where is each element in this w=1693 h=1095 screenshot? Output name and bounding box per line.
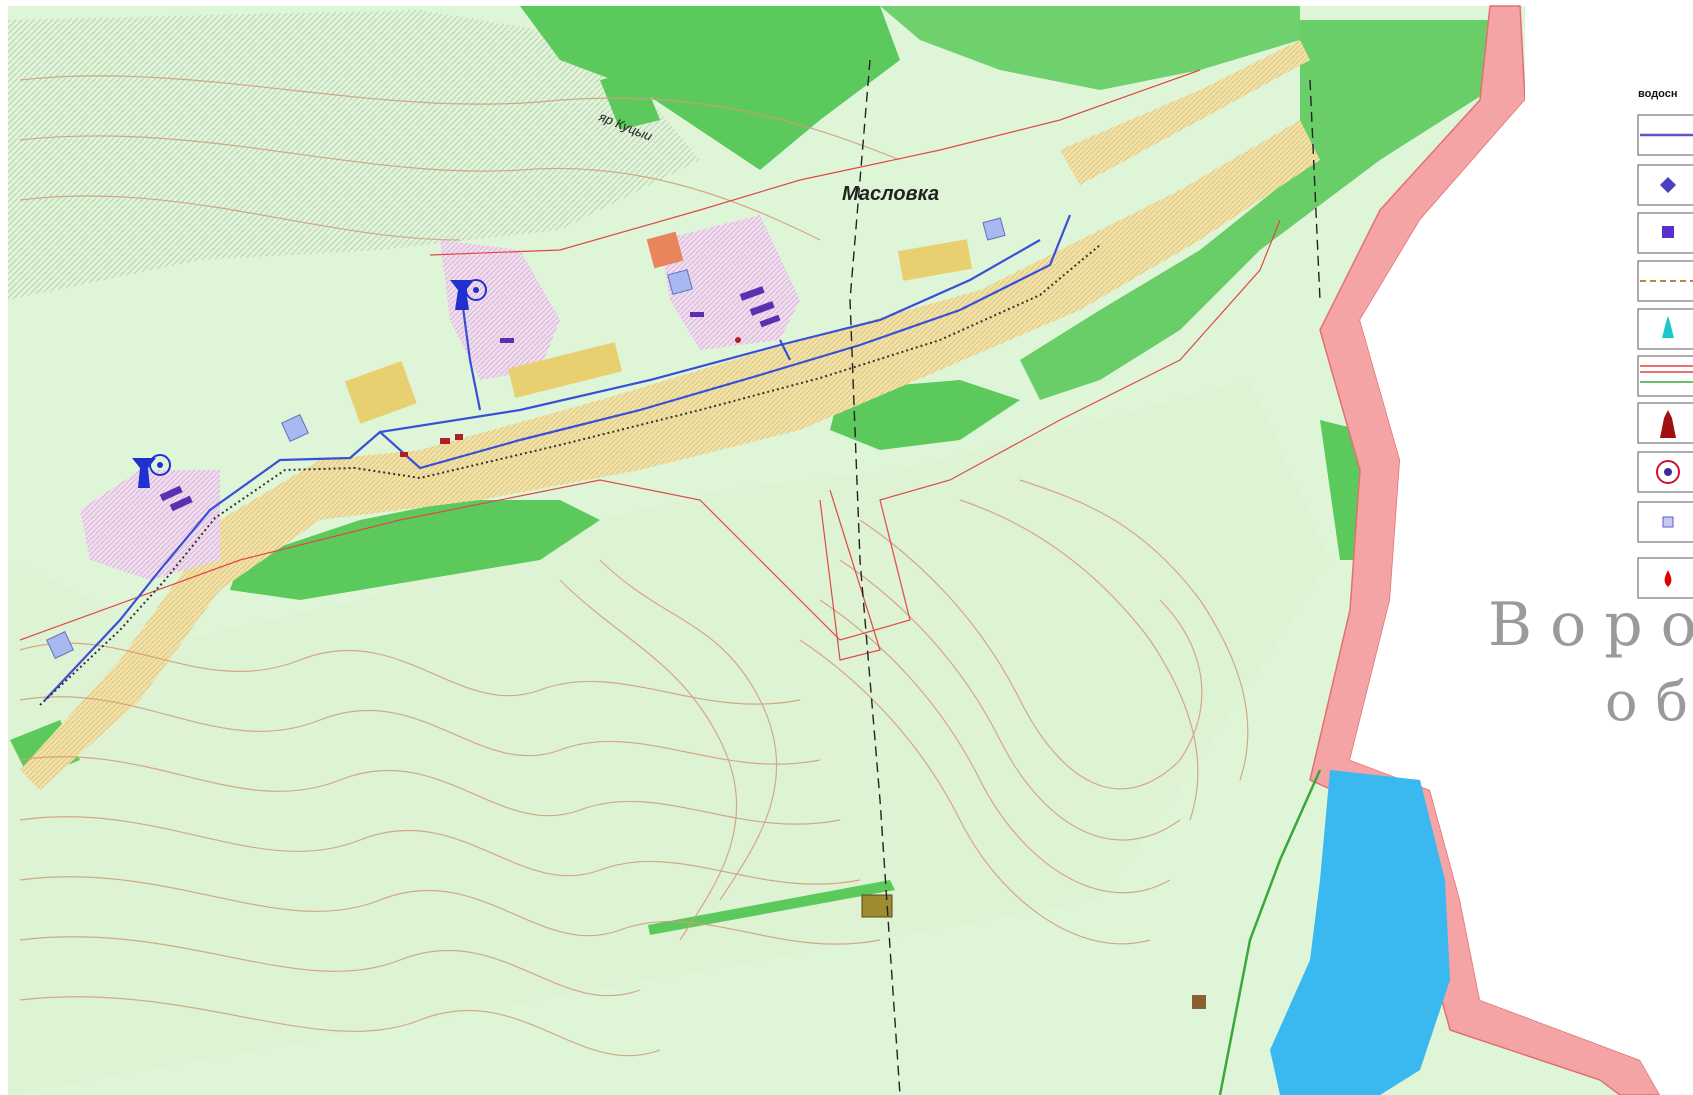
square-icon (1662, 226, 1674, 238)
settlement-strip (20, 120, 1320, 790)
small-object (1192, 995, 1206, 1009)
settlement-label: Масловка (842, 183, 939, 205)
drop-icon (1664, 570, 1672, 587)
yellow-plot-3 (897, 239, 973, 281)
legend-item-diamond (1637, 164, 1693, 206)
legend-item-tower (1637, 308, 1693, 350)
facility-markers (46, 217, 1006, 659)
slope-area-south (8, 380, 1330, 1095)
legend-item-drop (1637, 557, 1693, 599)
red-buildings (400, 337, 741, 457)
region-label-line2: об (1605, 670, 1693, 733)
red-green-lines-icon (1640, 365, 1693, 383)
district-boundary-dashed (849, 59, 1321, 1095)
legend-item-target-circle (1637, 451, 1693, 493)
road-line (39, 244, 1101, 706)
legend-item-red-green-lines (1637, 355, 1693, 397)
legend-item-purple-line (1637, 114, 1693, 156)
lake (1270, 770, 1450, 1095)
target-circle-icon (1656, 460, 1680, 484)
tower-icon (1662, 316, 1674, 338)
orange-plot (646, 231, 684, 269)
yellow-plot-2 (508, 342, 622, 398)
outside-region (1350, 6, 1693, 1095)
buildings (159, 286, 781, 512)
settlement-boundary (19, 69, 1281, 661)
region-label-line1: Воро (1488, 590, 1693, 660)
legend-item-dashed-line (1637, 260, 1693, 302)
legend-item-water-tower (1637, 402, 1693, 444)
slope-area-north (8, 10, 700, 300)
map-frame-top (0, 0, 1693, 6)
yellow-plot-1 (344, 360, 417, 424)
dot-square-icon (1662, 516, 1674, 528)
stream-line (1218, 769, 1322, 1095)
contour-lines (19, 75, 1249, 1057)
legend-item-dot-square (1637, 501, 1693, 543)
map-frame-left (0, 0, 8, 1095)
legend-item-square (1637, 212, 1693, 254)
public-zone-center (440, 240, 560, 380)
water-tower-icon (1660, 410, 1676, 438)
brown-object (861, 894, 893, 918)
diamond-icon (1660, 177, 1676, 193)
water-tower-west (132, 454, 171, 488)
legend: водосн (1637, 88, 1693, 599)
public-zone-west (80, 470, 220, 580)
legend-title: водосн (1638, 88, 1678, 100)
settlement-strip-east (1060, 40, 1310, 185)
forest-layer (10, 6, 1500, 935)
water-tower-center (450, 279, 487, 310)
